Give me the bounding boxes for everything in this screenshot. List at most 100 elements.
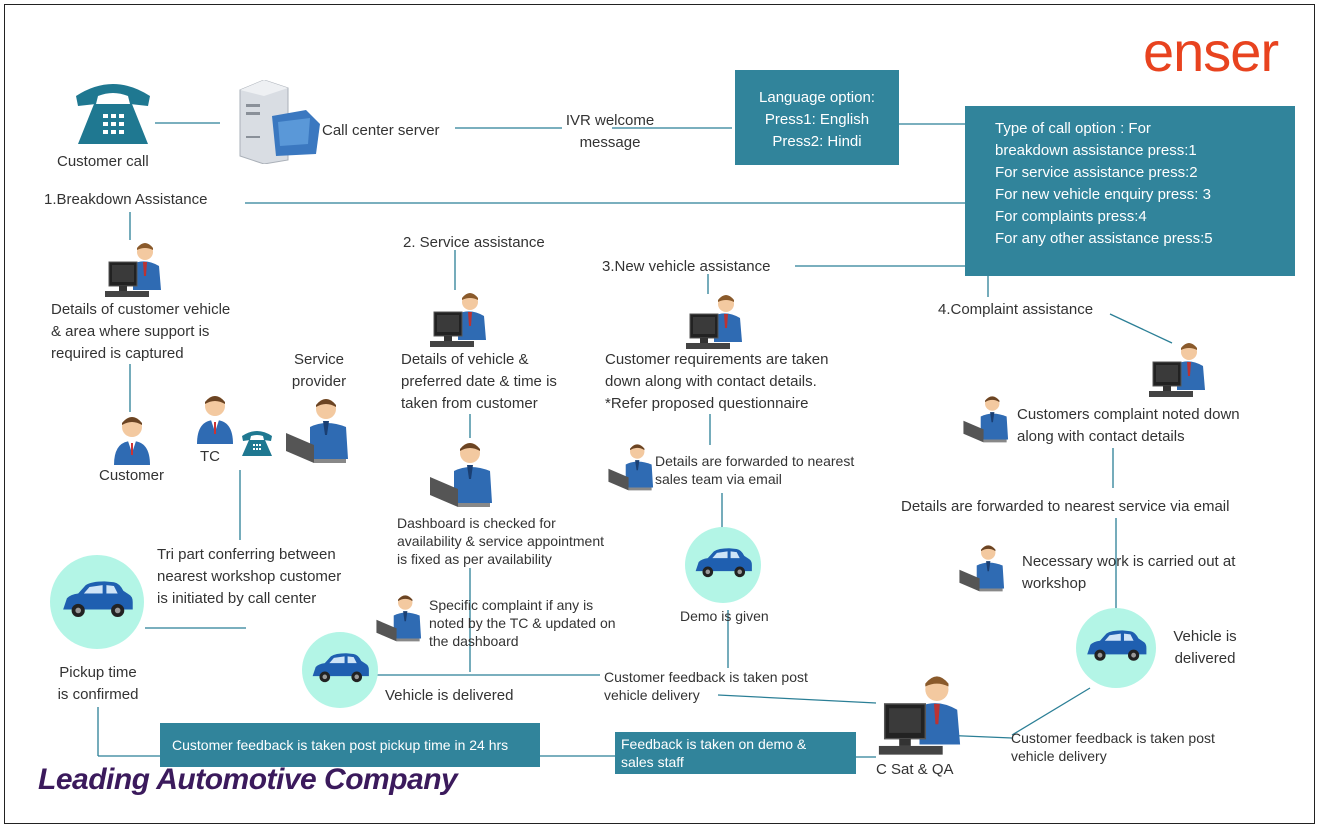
- tri-part-text: Tri part conferring between nearest work…: [157, 544, 341, 610]
- box-line: Feedback is taken on demo &: [621, 736, 807, 752]
- service-vehicle-delivered-label: Vehicle is delivered: [385, 687, 514, 704]
- demo-given-label: Demo is given: [680, 608, 769, 624]
- specific-complaint-text: Specific complaint if any is noted by th…: [429, 596, 616, 650]
- box-line: sales staff: [621, 754, 684, 770]
- text-line: Vehicle is: [1173, 628, 1237, 645]
- text-line: Tri part conferring between: [157, 546, 336, 563]
- connector: [1109, 313, 1173, 344]
- car-icon: [50, 555, 144, 654]
- sales-forwarded-text: Details are forwarded to nearest sales t…: [655, 452, 854, 488]
- tc-laptop-icon: [375, 591, 427, 648]
- complaint-feedback-text: Customer feedback is taken post vehicle …: [1011, 729, 1215, 765]
- box-line: Language option:: [759, 89, 875, 106]
- customer-person-icon: [110, 413, 154, 470]
- text-line: is confirmed: [57, 686, 139, 703]
- tc-person-icon: [193, 392, 237, 449]
- text-line: Customers complaint noted down: [1017, 406, 1240, 423]
- text-line: down along with contact details.: [605, 373, 817, 390]
- text-line: Pickup time: [59, 664, 137, 681]
- box-line: For any other assistance press:5: [995, 230, 1213, 247]
- connector: [1011, 687, 1091, 736]
- dashboard-laptop-icon: [428, 437, 500, 514]
- text-line: Customer feedback is taken post: [1011, 730, 1215, 746]
- service-provider-label: Service provider: [284, 349, 354, 393]
- text-line: Details of customer vehicle: [51, 301, 231, 318]
- box-line: Press2: Hindi: [772, 133, 862, 150]
- complaint-noted-text: Customers complaint noted down along wit…: [1017, 404, 1240, 448]
- complaint-assistance-title: 4.Complaint assistance: [938, 301, 1094, 318]
- service-provider-laptop-icon: [284, 393, 356, 470]
- enser-logo: enser: [1143, 20, 1279, 83]
- connector: [717, 694, 877, 704]
- text-line: Customer feedback is taken post: [604, 669, 808, 685]
- text-line: vehicle delivery: [1011, 748, 1107, 764]
- car-icon: [1076, 608, 1156, 693]
- telephone-icon: [76, 84, 150, 144]
- csat-operator-icon: [876, 672, 966, 767]
- csat-qa-label: C Sat & QA: [876, 761, 954, 778]
- new-vehicle-feedback-text: Customer feedback is taken post vehicle …: [604, 668, 808, 704]
- box-line: Press1: English: [764, 111, 870, 128]
- complaint-forwarded-text: Details are forwarded to nearest service…: [901, 498, 1230, 515]
- text-line: Necessary work is carried out at: [1022, 553, 1236, 570]
- complaint-laptop-icon: [962, 392, 1014, 449]
- text-line: Dashboard is checked for: [397, 515, 556, 531]
- pickup-feedback-box: Customer feedback is taken post pickup t…: [160, 723, 540, 767]
- slide-frame: [4, 4, 1315, 824]
- necessary-work-text: Necessary work is carried out at worksho…: [1022, 551, 1235, 595]
- box-line: Type of call option : For: [995, 120, 1151, 137]
- text-line: noted by the TC & updated on: [429, 615, 616, 631]
- service-assistance-title: 2. Service assistance: [403, 234, 545, 251]
- operator-icon: [428, 290, 490, 357]
- text-line: vehicle delivery: [604, 687, 700, 703]
- operator-icon: [1147, 340, 1209, 407]
- ivr-welcome-label: IVR welcome message: [555, 110, 665, 154]
- pickup-confirmed-label: Pickup time is confirmed: [48, 662, 148, 706]
- text-line: & area where support is: [51, 323, 210, 340]
- operator-icon: [103, 240, 165, 307]
- text-line: along with contact details: [1017, 428, 1185, 445]
- small-telephone-icon: [242, 431, 272, 456]
- server-icon: [239, 80, 320, 164]
- demo-feedback-box: Feedback is taken on demo & sales staff: [615, 732, 856, 774]
- workshop-laptop-icon: [958, 541, 1010, 598]
- text-line: workshop: [1022, 575, 1087, 592]
- text-line: Details of vehicle &: [401, 351, 529, 368]
- requirements-text: Customer requirements are taken down alo…: [605, 349, 828, 415]
- box-line: For complaints press:4: [995, 208, 1147, 225]
- language-option-box: Language option: Press1: English Press2:…: [735, 70, 899, 165]
- dashboard-text: Dashboard is checked for availability & …: [397, 514, 604, 568]
- tc-label: TC: [200, 448, 220, 465]
- text-line: Service: [293, 351, 345, 368]
- text-line: sales team via email: [655, 471, 782, 487]
- car-icon: [302, 632, 378, 713]
- service-details-text: Details of vehicle & preferred date & ti…: [401, 349, 557, 415]
- text-line: is fixed as per availability: [397, 551, 552, 567]
- ivr-line: message: [579, 134, 641, 151]
- ivr-line: IVR welcome: [565, 112, 655, 129]
- box-line: For new vehicle enquiry press: 3: [995, 186, 1211, 203]
- customer-label: Customer: [99, 467, 165, 484]
- text-line: the dashboard: [429, 633, 519, 649]
- text-line: *Refer proposed questionnaire: [605, 395, 809, 412]
- box-line: For service assistance press:2: [995, 164, 1198, 181]
- text-line: nearest workshop customer: [157, 568, 342, 585]
- customer-call-label: Customer call: [57, 153, 149, 170]
- text-line: provider: [291, 373, 347, 390]
- text-line: required is captured: [51, 345, 184, 362]
- box-line: Customer feedback is taken post pickup t…: [172, 737, 509, 753]
- new-vehicle-assistance-title: 3.New vehicle assistance: [602, 258, 771, 275]
- text-line: preferred date & time is: [401, 373, 557, 390]
- breakdown-assistance-title: 1.Breakdown Assistance: [44, 191, 208, 208]
- box-line: breakdown assistance press:1: [995, 142, 1197, 159]
- call-type-option-box: Type of call option : For breakdown assi…: [965, 106, 1295, 276]
- text-line: availability & service appointment: [397, 533, 604, 549]
- operator-icon: [684, 292, 746, 359]
- company-name: Leading Automotive Company: [38, 763, 458, 796]
- complaint-vehicle-delivered-label: Vehicle is delivered: [1160, 626, 1250, 670]
- call-center-server-label: Call center server: [322, 122, 440, 139]
- text-line: is initiated by call center: [157, 590, 317, 607]
- text-line: Details are forwarded to nearest: [655, 453, 855, 469]
